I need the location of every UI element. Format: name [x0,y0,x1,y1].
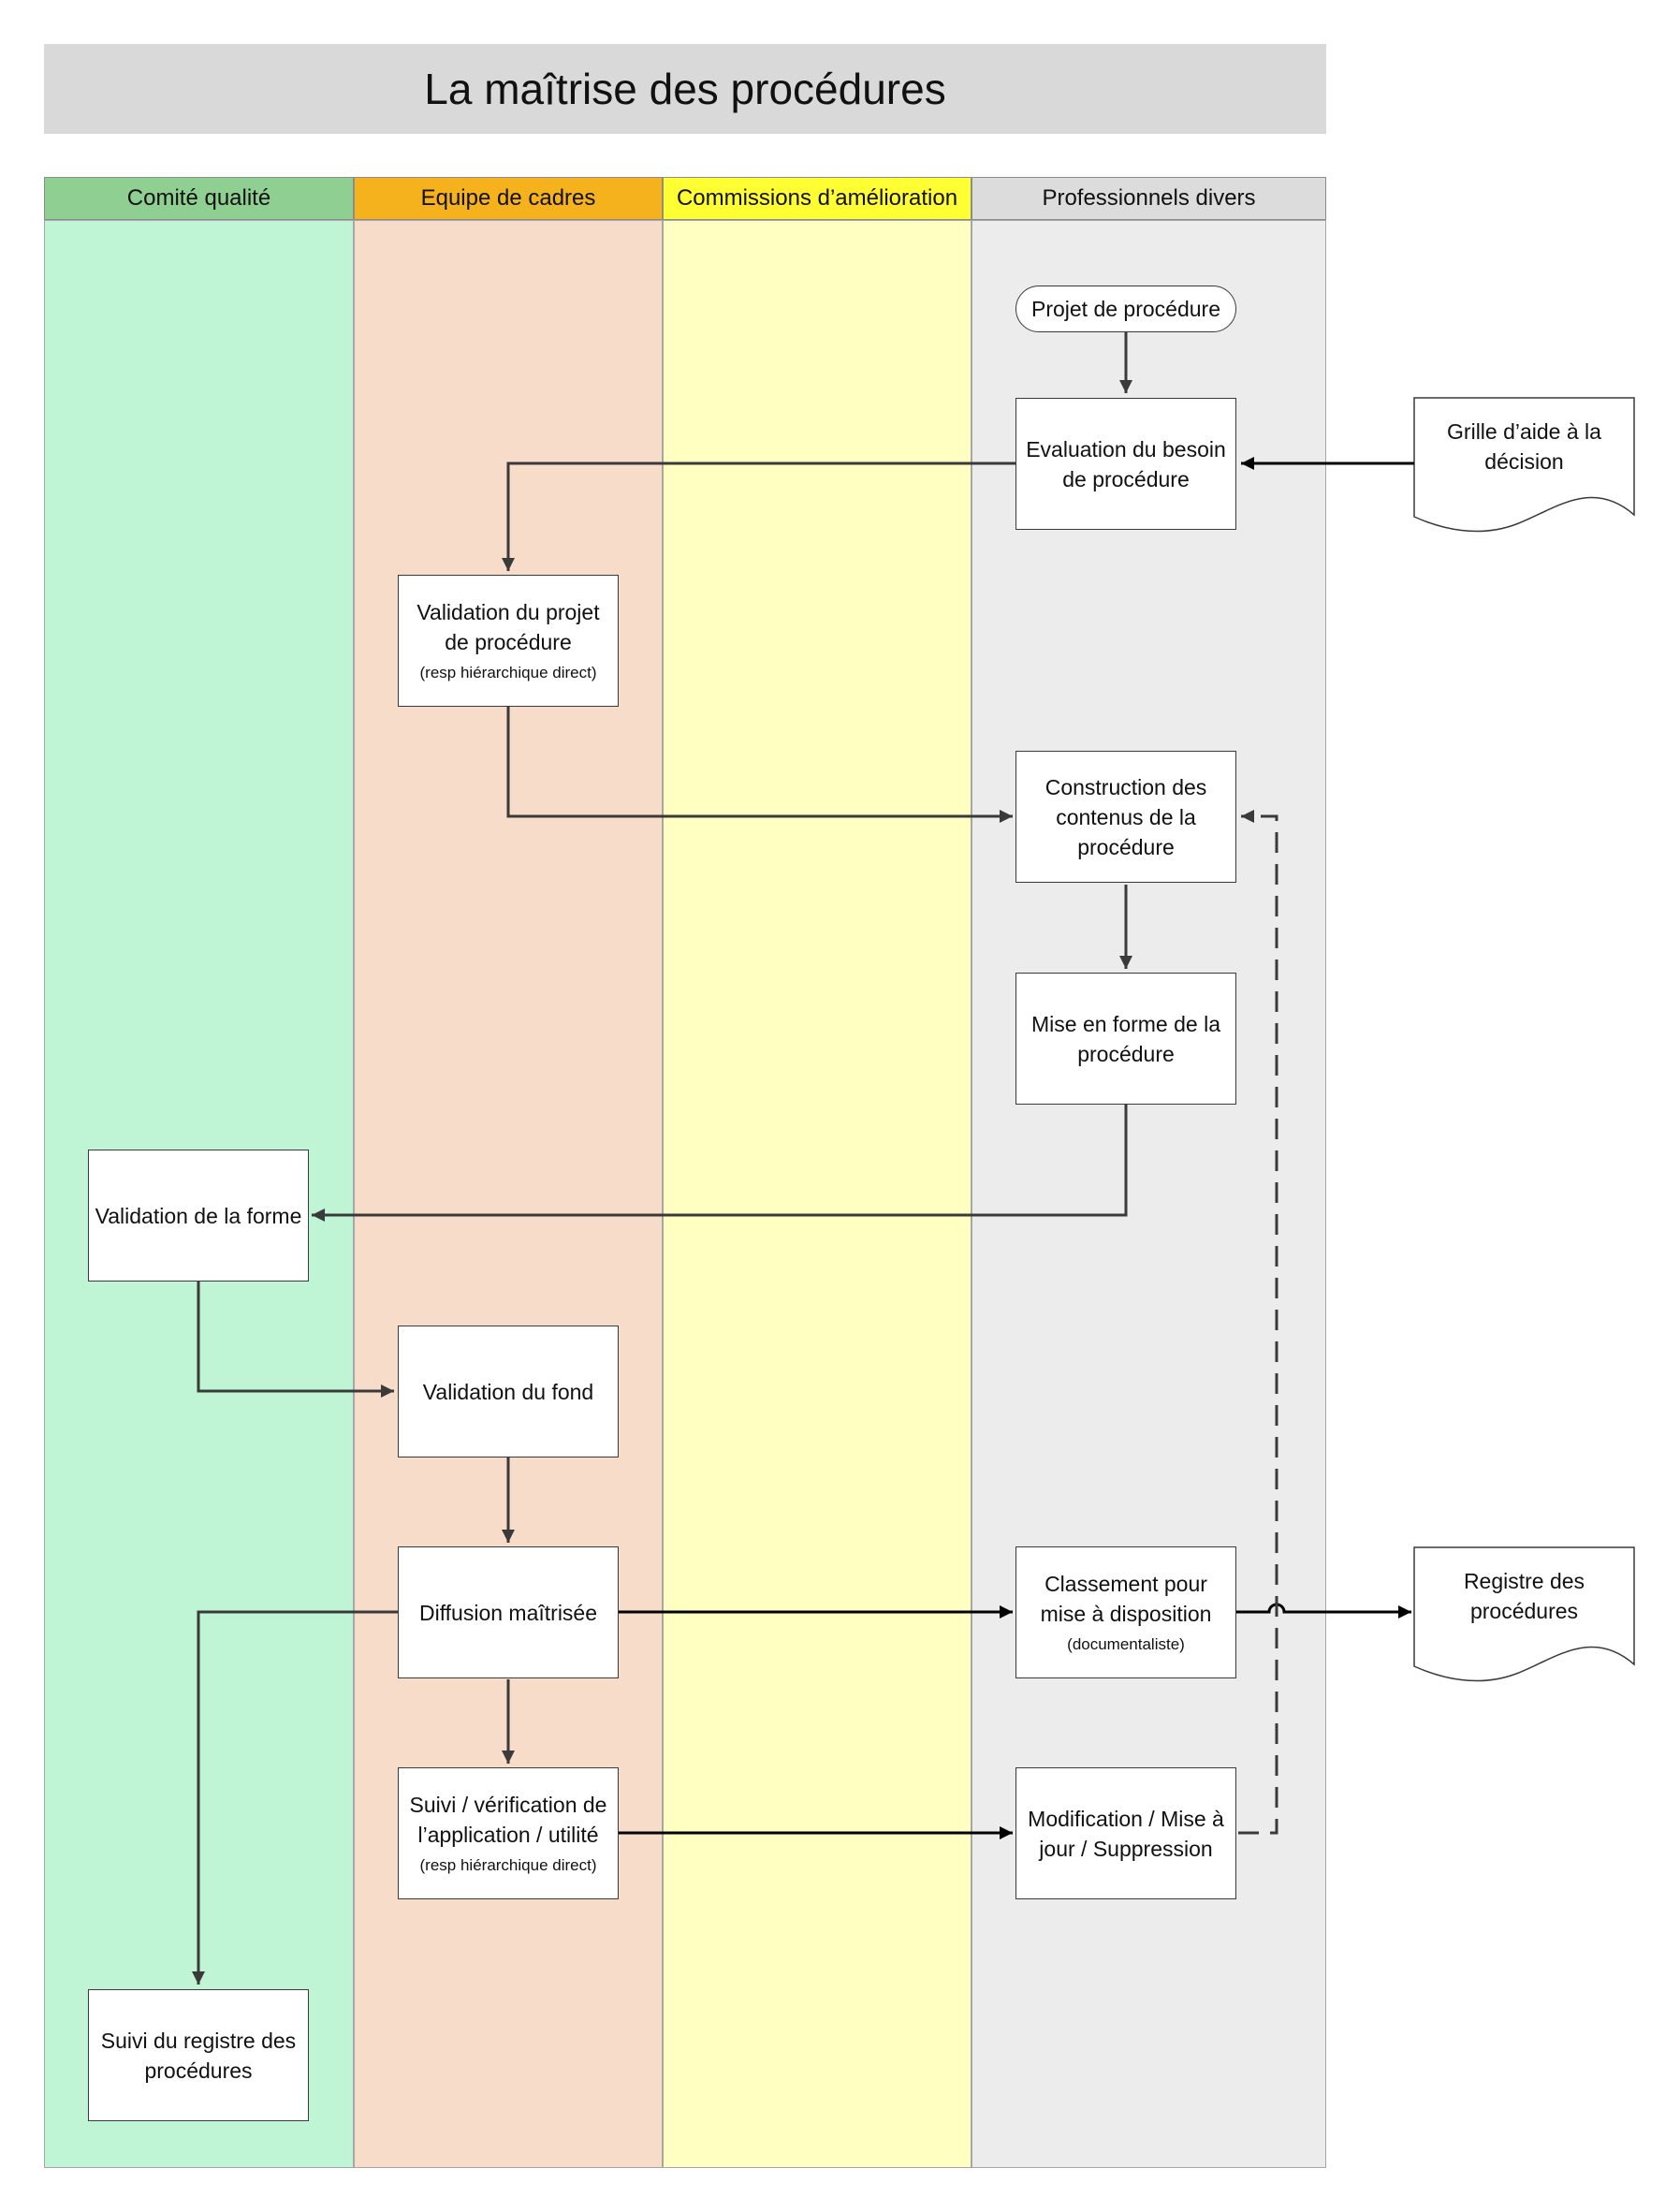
node-validation-du-fond[interactable]: Validation du fond [398,1326,619,1458]
lane-header-professionnels-divers: Professionnels divers [971,177,1326,220]
node-suivi-du-registre[interactable]: Suivi du registre des procédures [88,1989,309,2121]
arrow-mise-en-forme-to-validation-forme [312,1105,1128,1222]
node-diffusion-maitrisee[interactable]: Diffusion maîtrisée [398,1546,619,1678]
lane-commissions-amelioration [663,220,971,2168]
node-sublabel: (resp hiérarchique direct) [419,663,597,681]
lane-header-equipe-de-cadres: Equipe de cadres [354,177,663,220]
node-projet-de-procedure[interactable]: Projet de procédure [1015,286,1236,332]
document-registre-des-procedures[interactable]: Registre des procédures [1463,1569,1585,1623]
arrow-evaluation-to-validation-projet [502,461,1015,571]
node-sublabel: (resp hiérarchique direct) [419,1855,597,1874]
arrow-diffusion-to-suivi-registre [192,1610,398,1985]
node-label: Projet de procédure [1030,297,1220,321]
arrow-modification-to-construction-dashed [1238,810,1278,1835]
node-validation-de-la-forme[interactable]: Validation de la forme [88,1150,309,1282]
arrow-validation-forme-to-validation-fond [197,1281,394,1398]
node-modification-mise-a-jour[interactable]: Modification / Mise à jour / Suppression [1015,1767,1236,1899]
node-label: Mise en forme de la procédure [1031,1011,1220,1066]
document-shape-grille [1413,397,1635,533]
document-grille-aide-decision[interactable]: Grille d’aide à la décision [1447,419,1601,474]
node-label: Evaluation du besoin de procédure [1026,436,1226,491]
node-label: Suivi / vérification de l’application / … [409,1792,607,1847]
node-mise-en-forme[interactable]: Mise en forme de la procédure [1015,973,1236,1105]
page-title: La maîtrise des procédures [44,44,1326,134]
node-label: Validation du fond [422,1379,594,1404]
node-label: Validation du projet de procédure [416,599,600,654]
arrow-classement-to-registre [1236,1603,1411,1619]
document-shape-registre [1413,1546,1635,1682]
node-classement-pour-mise-a-disposition[interactable]: Classement pour mise à disposition (docu… [1015,1546,1236,1678]
node-suivi-verification[interactable]: Suivi / vérification de l’application / … [398,1767,619,1899]
node-sublabel: (documentaliste) [1067,1634,1185,1653]
node-label: Diffusion maîtrisée [418,1600,598,1625]
node-label: Validation de la forme [95,1203,302,1228]
node-label: Construction des contenus de la procédur… [1045,774,1207,859]
node-label: Suivi du registre des procédures [100,2028,297,2083]
node-validation-du-projet[interactable]: Validation du projet de procédure (resp … [398,575,619,707]
arrow-validation-projet-to-construction [506,707,1013,823]
node-construction-des-contenus[interactable]: Construction des contenus de la procédur… [1015,751,1236,883]
lane-header-commissions-amelioration: Commissions d’amélioration [663,177,971,220]
lane-header-comite-qualite: Comité qualité [44,177,354,220]
node-evaluation-du-besoin[interactable]: Evaluation du besoin de procédure [1015,398,1236,530]
node-label: Modification / Mise à jour / Suppression [1028,1806,1224,1861]
node-label: Classement pour mise à disposition [1040,1571,1212,1626]
